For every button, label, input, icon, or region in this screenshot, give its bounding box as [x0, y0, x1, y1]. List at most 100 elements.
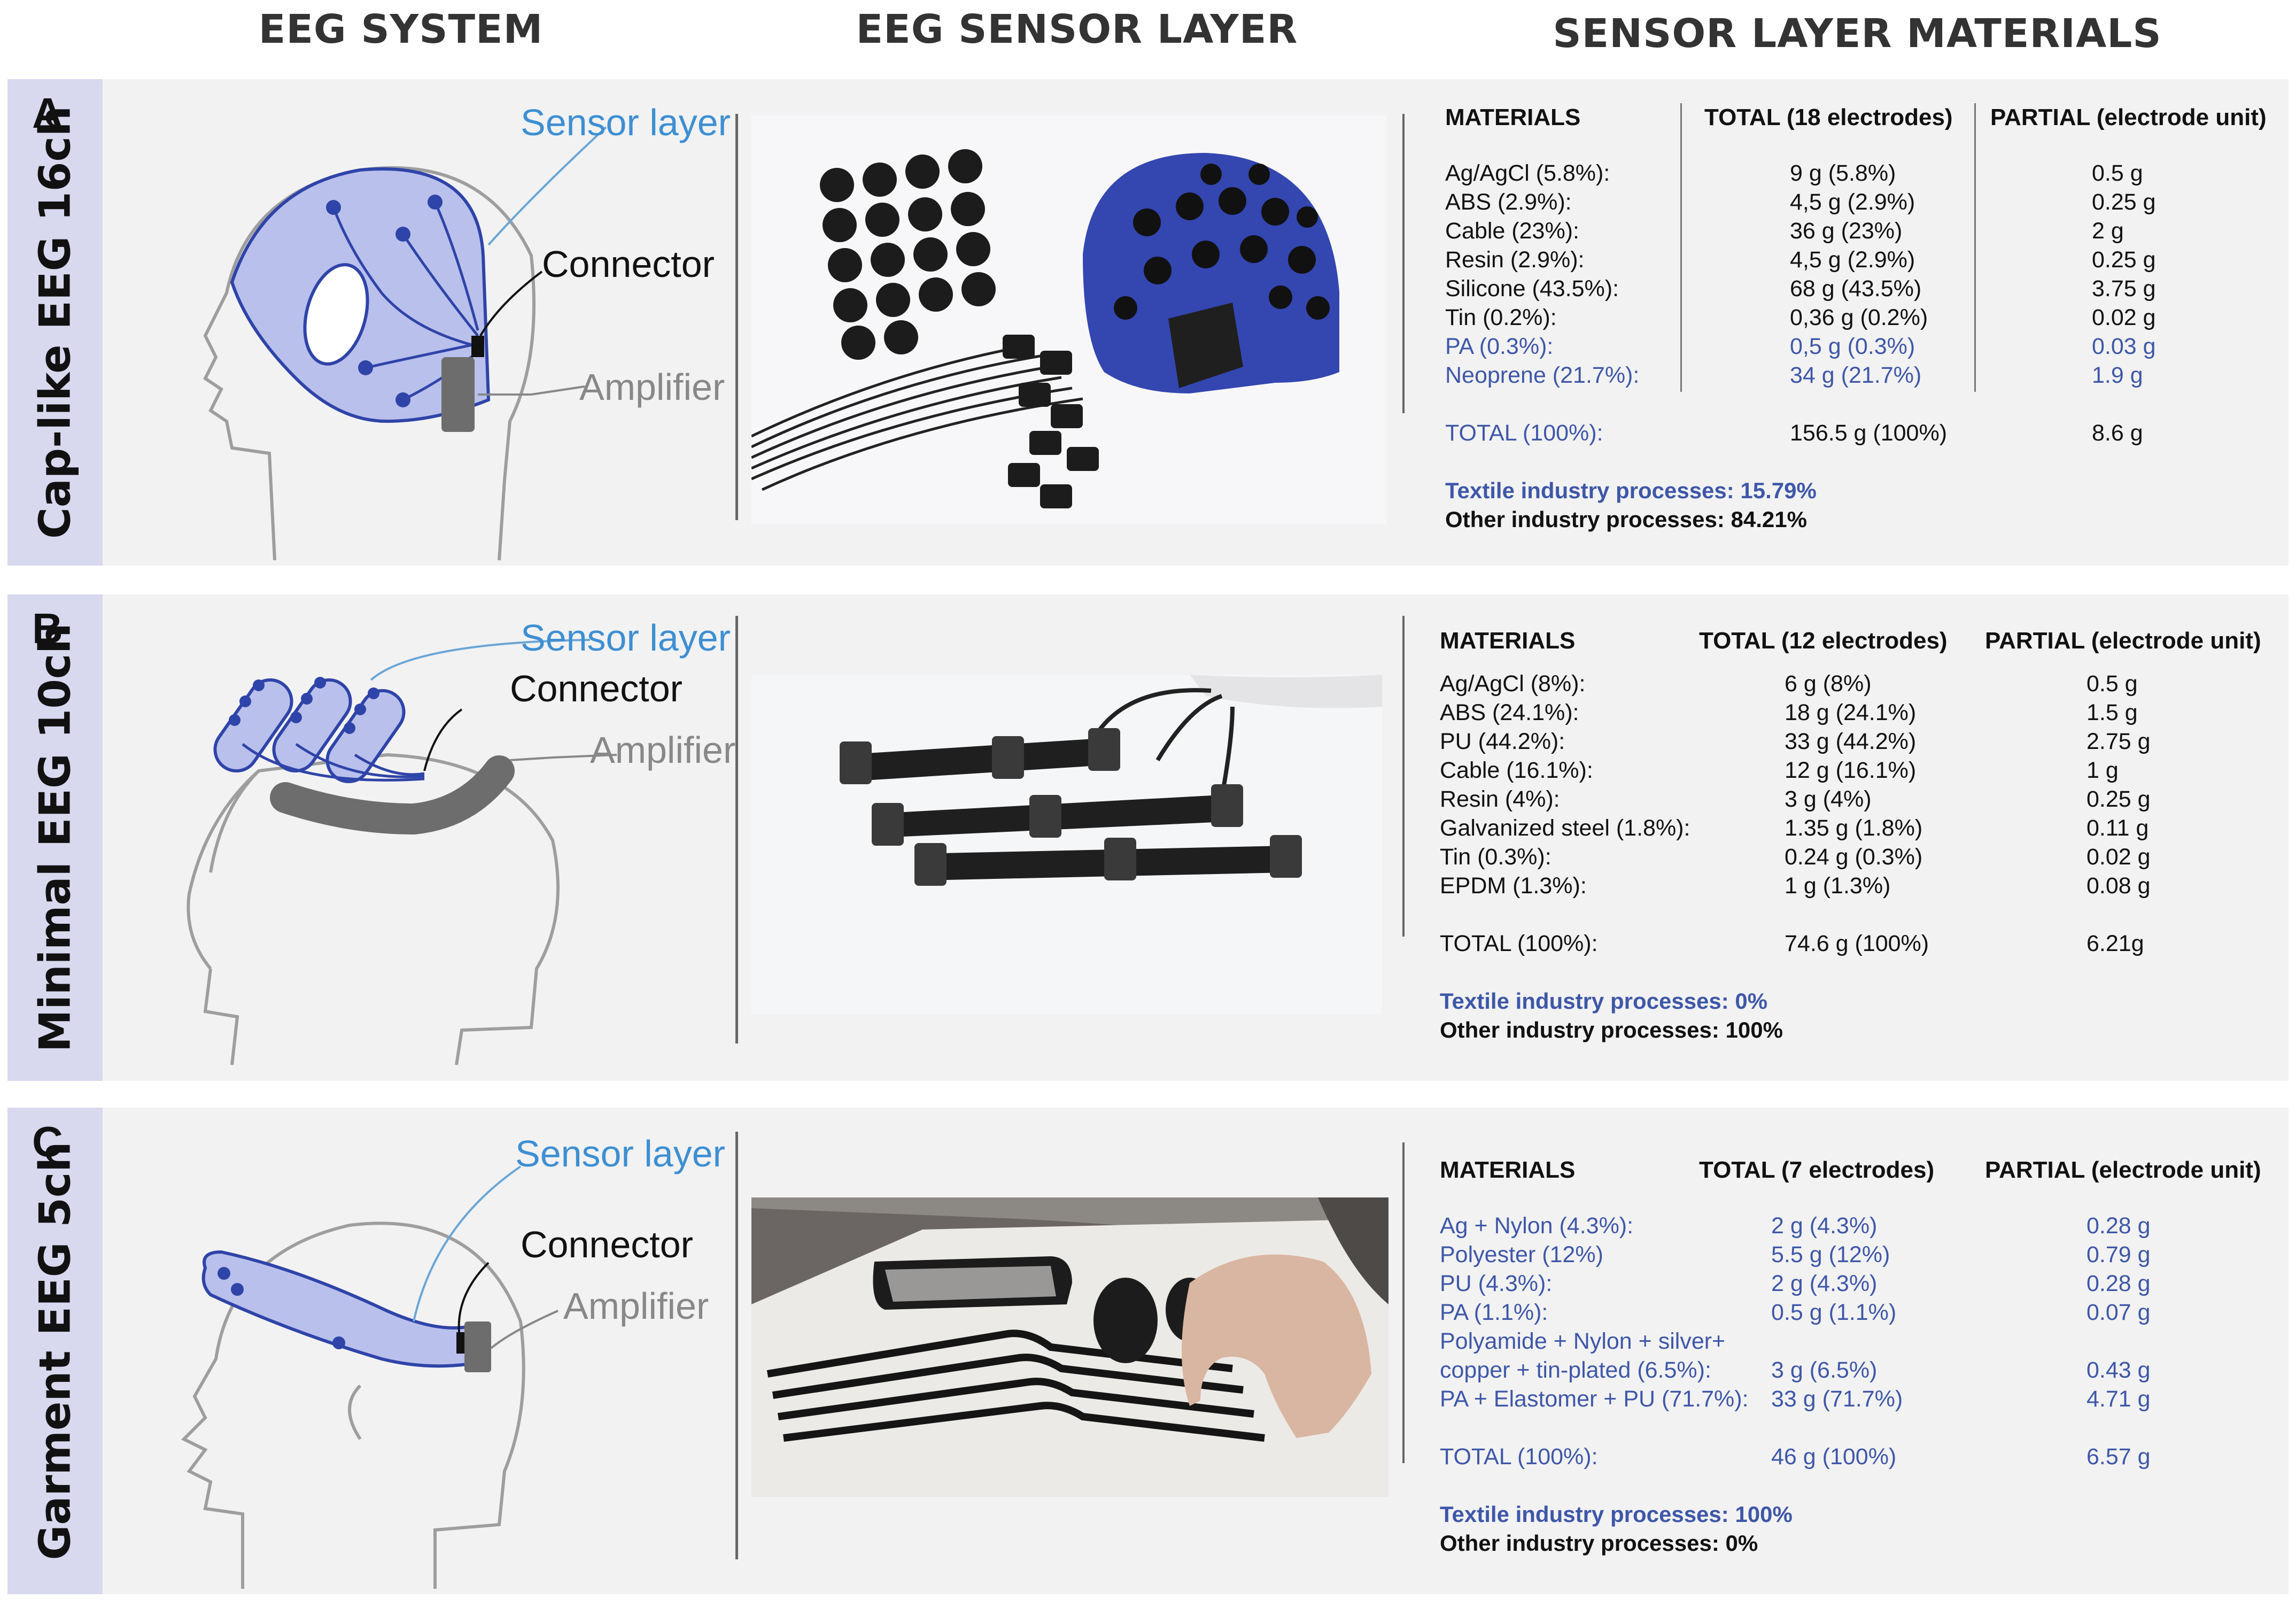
material-name: PU (44.2%):	[1440, 729, 1565, 754]
material-partial: 0.11 g	[2086, 815, 2149, 841]
total-label: TOTAL (100%):	[1440, 931, 1598, 956]
sensor-strip	[213, 678, 293, 773]
garment-eeg-illustration: Sensor layer Connector Amplifier	[136, 1108, 734, 1594]
material-total: 1 g (1.3%)	[1785, 873, 1891, 899]
material-total: 4,5 g (2.9%)	[1790, 247, 1915, 273]
material-partial: 2 g	[2092, 218, 2124, 244]
cap-sensor-photo	[751, 115, 1386, 524]
garment-headband	[201, 1250, 469, 1368]
material-total: 2 g (4.3%)	[1771, 1271, 1878, 1296]
material-name: Ag/AgCl (5.8%):	[1445, 160, 1610, 186]
row-minimal: B Minimal EEG 10ch Sensor layer	[7, 594, 2289, 1081]
row-garment: C Garment EEG 5ch Sensor layer Connector…	[7, 1108, 2289, 1594]
material-name: Ag + Nylon (4.3%):	[1440, 1213, 1634, 1239]
other-processes: Other industry processes: 0%	[1440, 1531, 1758, 1556]
head-outline	[187, 753, 560, 1065]
material-total: 36 g (23%)	[1790, 218, 1903, 244]
material-partial: 1.5 g	[2086, 700, 2138, 725]
material-partial: 0.07 g	[2086, 1300, 2151, 1325]
head-outline	[203, 166, 536, 561]
material-total: 0.5 g (1.1%)	[1771, 1300, 1897, 1325]
material-total: 3 g (6.5%)	[1771, 1357, 1878, 1383]
row-side-label: Minimal EEG 10ch	[30, 623, 80, 1053]
material-partial: 0.02 g	[2092, 305, 2156, 330]
other-processes: Other industry processes: 100%	[1440, 1017, 1783, 1042]
sensor-layer-label: Sensor layer	[521, 102, 731, 143]
connector-label: Connector	[542, 243, 715, 285]
material-name: copper + tin-plated (6.5%):	[1440, 1357, 1711, 1383]
row-letter: A	[32, 89, 63, 137]
material-name: Ag/AgCl (8%):	[1440, 671, 1586, 697]
material-partial: 1 g	[2086, 758, 2119, 783]
side-band	[7, 594, 103, 1081]
garment-sensor-photo	[751, 1197, 1389, 1497]
minimal-eeg-illustration: Sensor layer Connector Amplifier	[136, 594, 745, 1081]
row-letter: C	[32, 1118, 63, 1165]
material-name: Cable (23%):	[1445, 218, 1579, 244]
total-partial: 8.6 g	[2092, 420, 2143, 446]
amplifier-box	[464, 1321, 491, 1372]
material-partial: 0.28 g	[2086, 1213, 2151, 1239]
material-partial: 3.75 g	[2092, 276, 2156, 302]
col-header-total: TOTAL (18 electrodes)	[1704, 104, 1953, 130]
sensor-layer-label: Sensor layer	[515, 1133, 725, 1174]
total-partial: 6.57 g	[2086, 1444, 2151, 1470]
connector-label: Connector	[510, 668, 682, 709]
material-name: Tin (0.3%):	[1440, 844, 1552, 870]
material-name: Silicone (43.5%):	[1445, 276, 1619, 302]
material-name: Polyamide + Nylon + silver+	[1440, 1328, 1726, 1354]
head-outline	[181, 1222, 525, 1589]
row-cap-like: A Cap-like EEG 16ch Sensor layer Connect…	[7, 79, 2289, 566]
amplifier-bar	[270, 755, 515, 835]
connector-label: Connector	[521, 1224, 693, 1265]
material-partial: 4.71 g	[2086, 1386, 2151, 1412]
material-name: Polyester (12%)	[1440, 1242, 1603, 1267]
material-name: Tin (0.2%):	[1445, 305, 1557, 330]
total-label: TOTAL (100%):	[1445, 420, 1603, 446]
amplifier-label: Amplifier	[579, 366, 725, 408]
material-total: 18 g (24.1%)	[1785, 700, 1917, 725]
amplifier-box	[441, 357, 475, 432]
material-name: Cable (16.1%):	[1440, 758, 1593, 783]
total-value: 46 g (100%)	[1771, 1444, 1897, 1470]
material-partial: 0.08 g	[2086, 873, 2151, 899]
material-partial: 1.9 g	[2092, 362, 2143, 388]
side-band	[7, 1108, 103, 1594]
materials-table-c: MATERIALS TOTAL (7 electrodes) PARTIAL (…	[1440, 1156, 2274, 1589]
minimal-sensor-photo	[751, 675, 1382, 1014]
textile-processes: Textile industry processes: 100%	[1440, 1502, 1793, 1527]
material-name: Neoprene (21.7%):	[1445, 362, 1640, 388]
material-name: ABS (2.9%):	[1445, 189, 1572, 215]
table-divider	[1974, 103, 1976, 392]
divider-right	[1402, 616, 1405, 937]
divider-left	[735, 114, 738, 520]
material-total: 34 g (21.7%)	[1790, 362, 1922, 388]
material-total: 12 g (16.1%)	[1785, 758, 1917, 783]
material-total: 0.24 g (0.3%)	[1785, 844, 1923, 870]
material-total: 2 g (4.3%)	[1771, 1213, 1878, 1239]
hand	[1182, 1254, 1371, 1438]
material-partial: 0.03 g	[2092, 334, 2156, 359]
material-partial: 0.28 g	[2086, 1271, 2151, 1296]
material-name: PA + Elastomer + PU (71.7%):	[1440, 1386, 1749, 1412]
materials-table-b: MATERIALS TOTAL (12 electrodes) PARTIAL …	[1440, 627, 2274, 1076]
material-total: 3 g (4%)	[1785, 786, 1872, 812]
material-name: Resin (2.9%):	[1445, 247, 1585, 273]
col-header-materials: MATERIALS	[1440, 1157, 1576, 1183]
material-partial: 0.5 g	[2092, 160, 2143, 186]
header-eeg-sensor-layer: EEG SENSOR LAYER	[856, 6, 1298, 52]
divider-left	[735, 616, 738, 1044]
sensor-layer-label: Sensor layer	[521, 617, 731, 659]
col-header-total: TOTAL (12 electrodes)	[1699, 628, 1948, 654]
material-total: 68 g (43.5%)	[1790, 276, 1922, 302]
col-header-partial: PARTIAL (electrode unit)	[1985, 1157, 2261, 1183]
material-name: PU (4.3%):	[1440, 1271, 1553, 1296]
cap-eeg-illustration: Sensor layer Connector Amplifier	[136, 79, 734, 566]
total-label: TOTAL (100%):	[1440, 1444, 1598, 1470]
divider-right	[1402, 114, 1405, 413]
connector-block	[471, 336, 484, 357]
material-partial: 0.43 g	[2086, 1357, 2151, 1383]
material-partial: 0.25 g	[2092, 189, 2156, 215]
material-partial: 0.02 g	[2086, 844, 2151, 870]
material-name: EPDM (1.3%):	[1440, 873, 1587, 899]
